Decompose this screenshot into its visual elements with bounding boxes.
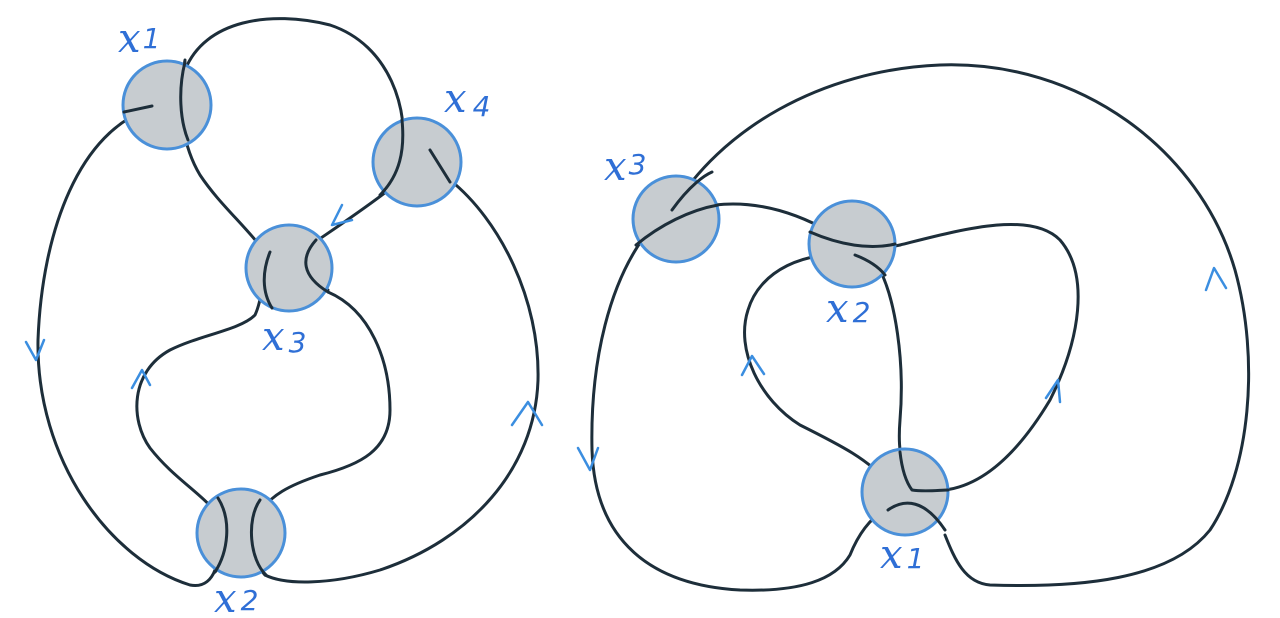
left-crossing-x4-under <box>428 148 452 184</box>
left-strand-x4-outer-right <box>263 178 540 584</box>
left-node-x4 <box>371 116 463 208</box>
left-crossing-x4-over <box>378 118 405 197</box>
left-arrow-down-outer <box>24 338 46 362</box>
left-crossing-x1-over <box>179 60 190 142</box>
right-arrow-up-inner <box>740 354 766 377</box>
right-strand-x2-down <box>878 268 910 480</box>
left-node-x3 <box>244 223 334 313</box>
left-arrows <box>24 203 544 427</box>
right-strand-x2-inner-loop <box>743 252 892 487</box>
left-strand-top-loop <box>183 17 406 162</box>
right-crossing-x2-under <box>853 253 887 277</box>
right-strand-x2-right-loop <box>898 222 1080 492</box>
left-crossing-x3-right <box>304 238 330 294</box>
right-label-x3: x3 <box>604 144 646 190</box>
right-crossing-x3-over <box>670 170 714 212</box>
right-node-x1 <box>860 447 950 537</box>
left-node-x1 <box>121 59 213 151</box>
left-arrow-up-inner <box>130 368 152 390</box>
right-crossing-x2-over <box>808 230 897 249</box>
right-crossing-x3-under <box>634 203 720 247</box>
right-strand-outer-top <box>670 63 1251 588</box>
right-strand-outer-left <box>590 230 887 592</box>
right-arrow-up-outer-right <box>1204 266 1228 292</box>
left-crossing-x2-left <box>213 496 229 574</box>
left-arrow-up-outer-right <box>510 400 544 427</box>
left-crossing-x1-under <box>122 104 154 114</box>
left-crossing-x2-right <box>249 498 268 577</box>
left-node-x2 <box>195 487 287 579</box>
right-crossing-x1-over <box>898 450 950 493</box>
right-arrow-up-loop <box>1044 378 1062 404</box>
right-strands <box>590 63 1251 592</box>
right-crossing-x1-under <box>886 501 947 532</box>
left-crossing-x3-left <box>262 250 274 310</box>
left-crossing-strokes <box>122 60 452 577</box>
left-strand-outer-left <box>36 106 217 588</box>
left-arrow-diag-x4-x3 <box>330 203 354 227</box>
right-crossing-strokes <box>634 170 950 532</box>
left-label-x1: x1 <box>118 16 160 62</box>
right-arrow-down-outer <box>576 446 600 472</box>
left-strand-x3-inner-left <box>135 256 272 520</box>
left-strand-x3-inner-right <box>256 290 392 517</box>
right-arrows <box>576 266 1228 472</box>
